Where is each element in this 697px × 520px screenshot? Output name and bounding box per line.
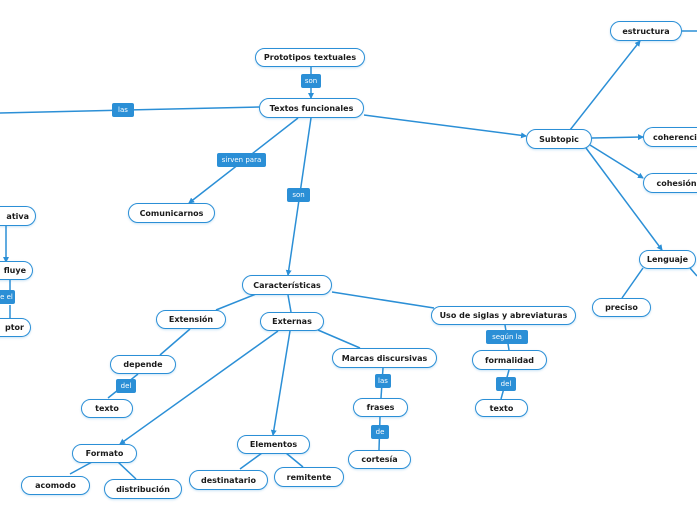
node-distribucion[interactable]: distribución: [104, 479, 182, 499]
edge-caract-extension: [215, 293, 257, 311]
node-formalidad[interactable]: formalidad: [472, 350, 547, 370]
node-elementos[interactable]: Elementos: [237, 435, 310, 454]
edge-elementos-destinatario: [239, 452, 263, 470]
node-texto-left[interactable]: texto: [81, 399, 133, 418]
edge-elementos-remitente: [285, 452, 304, 468]
node-left-ativa[interactable]: ativa: [0, 206, 36, 226]
link-label-del-right[interactable]: del: [496, 377, 516, 391]
edge-formato-acomodo: [69, 461, 93, 475]
edge-formato-distribucion: [117, 461, 137, 480]
link-label-sirven-para[interactable]: sirven para: [217, 153, 266, 167]
node-uso-siglas[interactable]: Uso de siglas y abreviaturas: [431, 306, 576, 325]
edge-externas-marcas: [317, 329, 361, 349]
edge-extension-depende: [159, 328, 191, 356]
node-frases[interactable]: frases: [353, 398, 408, 417]
edge-externas-formato: [119, 330, 279, 445]
node-lenguaje[interactable]: Lenguaje: [639, 250, 696, 269]
edge-lenguaje-right: [689, 267, 697, 277]
node-comunicarnos[interactable]: Comunicarnos: [128, 203, 215, 223]
link-label-segun-la[interactable]: según la: [486, 330, 528, 344]
link-label-son-mid[interactable]: son: [287, 188, 310, 202]
node-cohesion[interactable]: cohesión: [643, 173, 697, 193]
node-acomodo[interactable]: acomodo: [21, 476, 90, 495]
node-caracteristicas[interactable]: Características: [242, 275, 332, 295]
edge-subtopic-estructura: [569, 40, 641, 131]
node-textos-funcionales[interactable]: Textos funcionales: [259, 98, 364, 118]
edge-caract-externas: [287, 294, 292, 313]
node-remitente[interactable]: remitente: [274, 467, 344, 487]
node-destinatario[interactable]: destinatario: [189, 470, 268, 490]
edge-lenguaje-preciso: [621, 267, 644, 299]
edge-subtopic-lenguaje: [585, 147, 663, 251]
node-left-influye[interactable]: fluye: [0, 261, 33, 280]
node-depende[interactable]: depende: [110, 355, 176, 374]
link-label-las-frases[interactable]: las: [375, 374, 391, 388]
edge-subtopic-cohesion: [589, 144, 644, 179]
edge-textos-subtopic: [363, 114, 527, 139]
link-label-left-el[interactable]: e el: [0, 290, 15, 304]
edge-caract-uso: [331, 291, 435, 309]
edge-externas-elementos: [270, 330, 291, 436]
node-left-ptor[interactable]: ptor: [0, 318, 31, 337]
node-marcas-discursivas[interactable]: Marcas discursivas: [332, 348, 437, 368]
node-formato[interactable]: Formato: [72, 444, 137, 463]
node-estructura[interactable]: estructura: [610, 21, 682, 41]
node-texto-right[interactable]: texto: [475, 399, 528, 417]
link-label-son-top[interactable]: son: [301, 74, 321, 88]
link-label-del-left[interactable]: del: [116, 379, 136, 393]
node-preciso[interactable]: preciso: [592, 298, 651, 317]
node-prototipos-textuales[interactable]: Prototipos textuales: [255, 48, 365, 67]
node-externas[interactable]: Externas: [260, 312, 324, 331]
node-subtopic[interactable]: Subtopic: [526, 129, 592, 149]
link-label-las[interactable]: las: [112, 103, 134, 117]
link-label-de[interactable]: de: [371, 425, 389, 439]
node-cortesia[interactable]: cortesía: [348, 450, 411, 469]
edge-subtopic-coherencia: [591, 134, 644, 141]
node-extension[interactable]: Extensión: [156, 310, 226, 329]
node-coherencia[interactable]: coherencia: [643, 127, 697, 147]
